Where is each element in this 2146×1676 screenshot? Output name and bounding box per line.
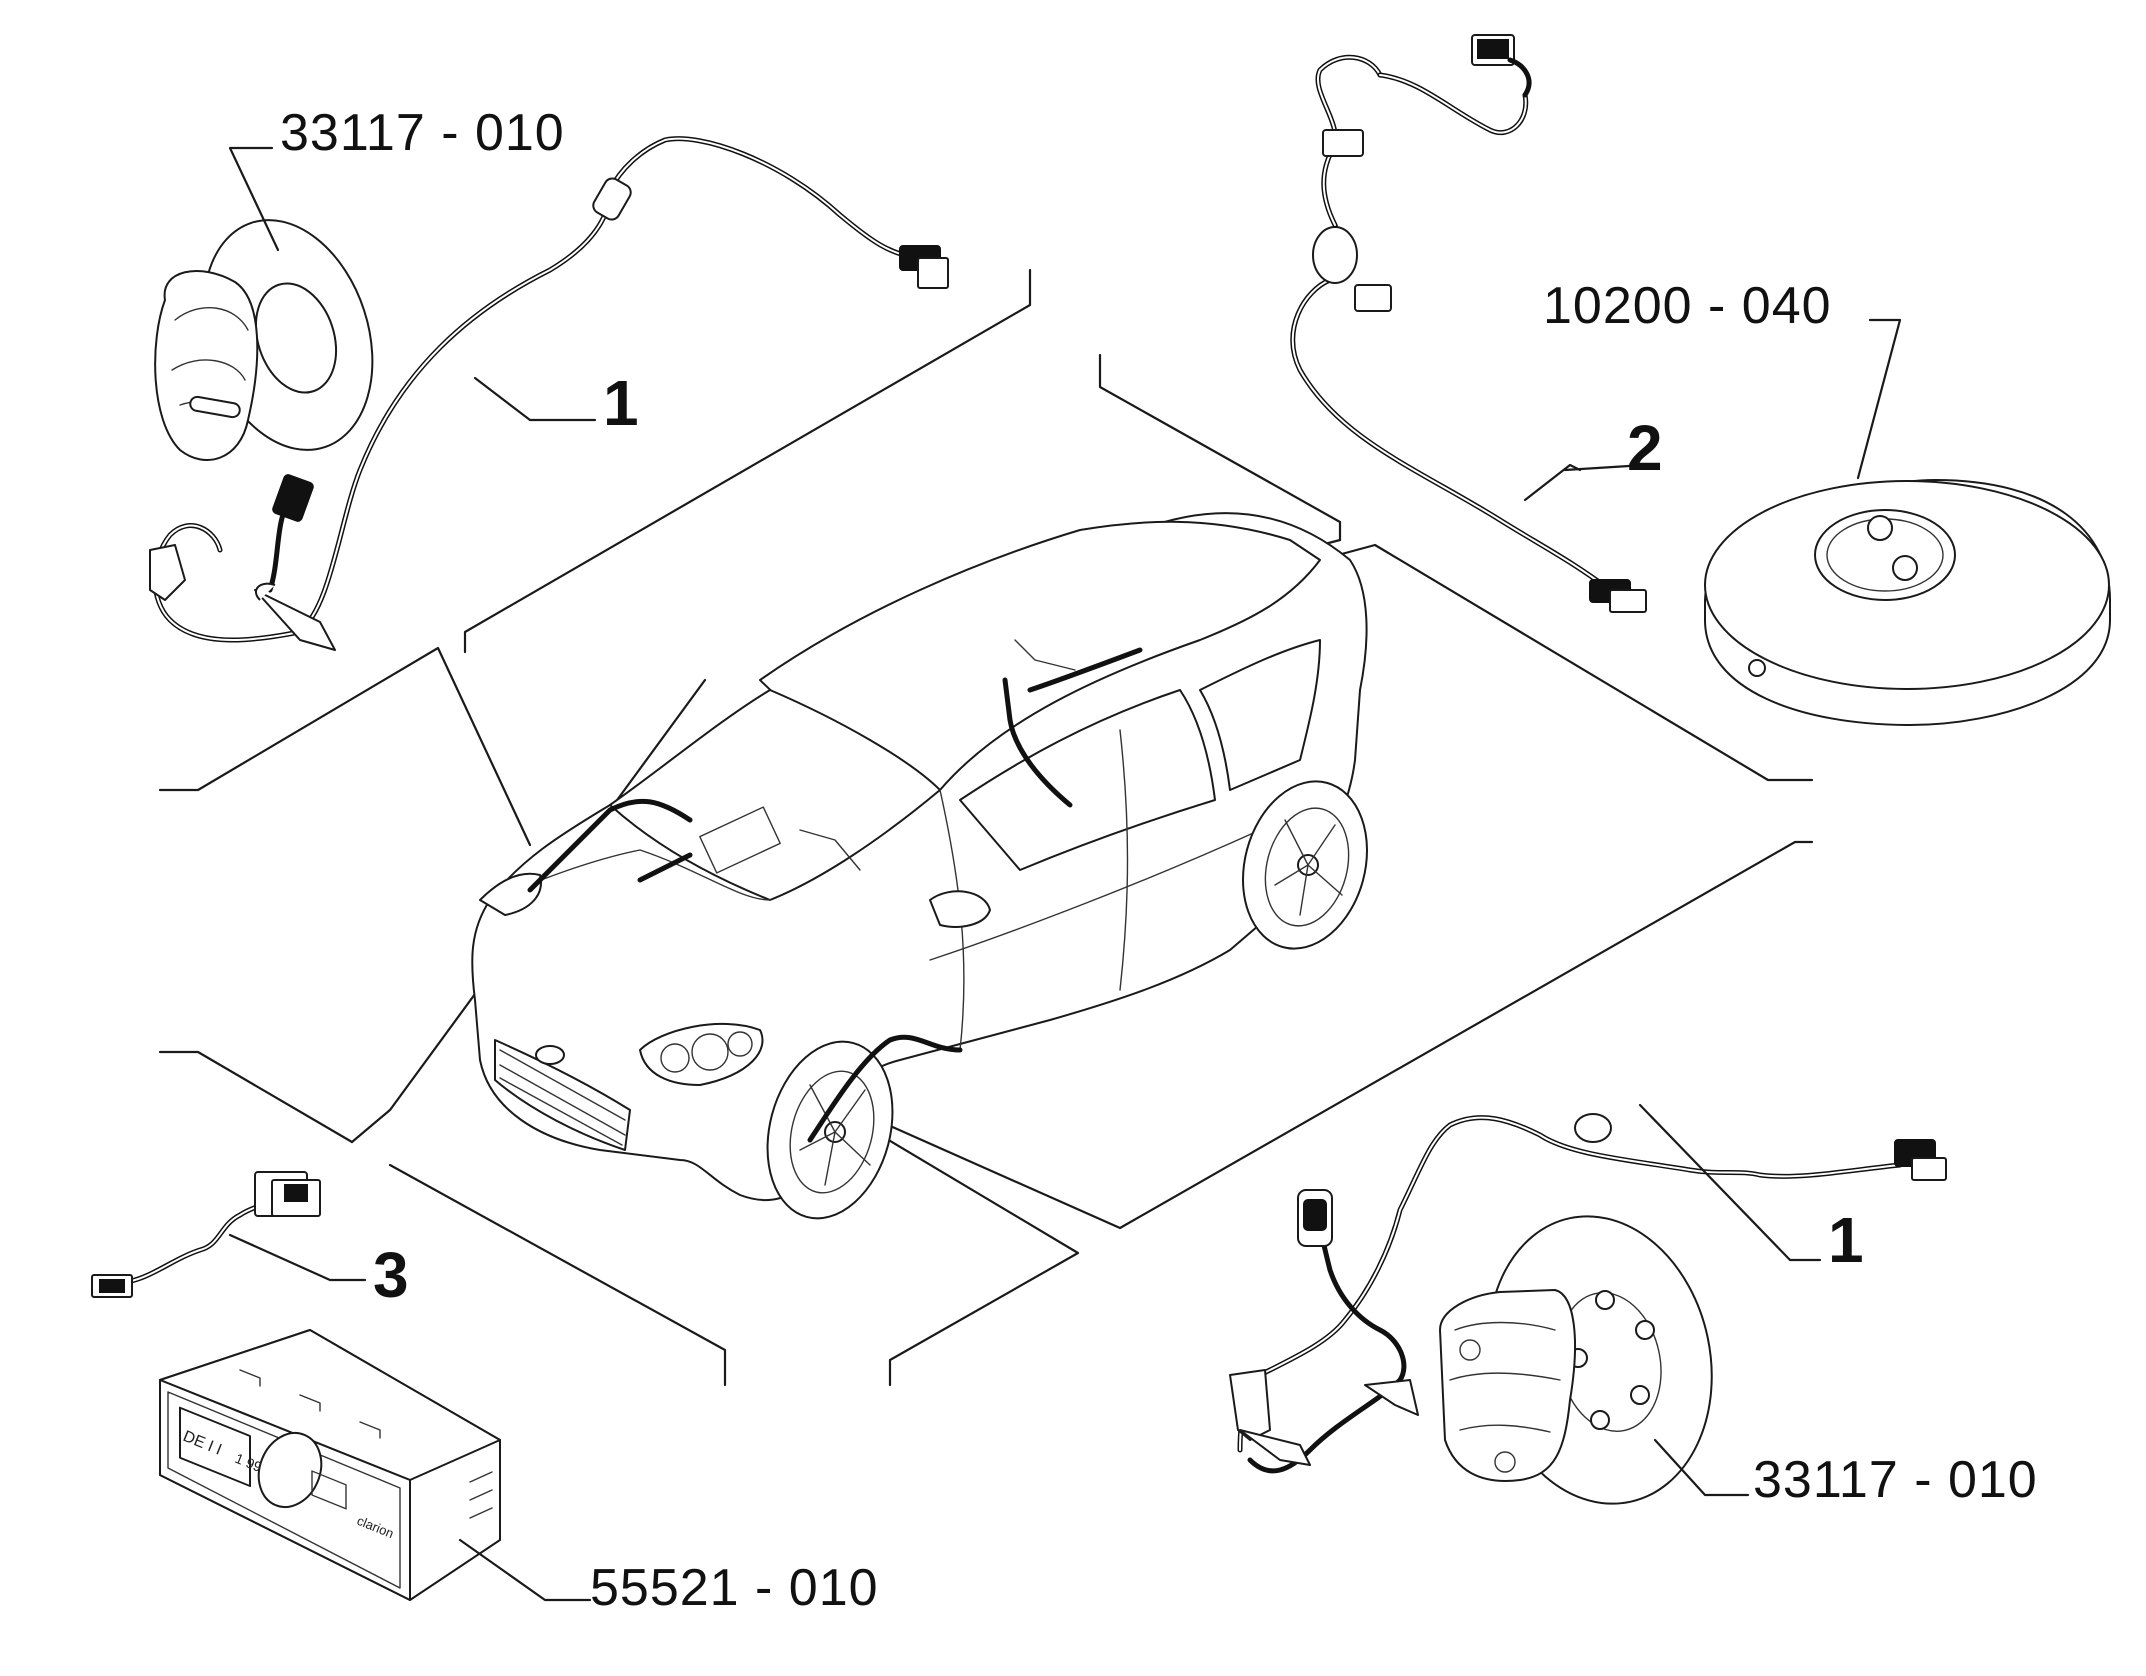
brake-disc-bottom-right xyxy=(1439,1215,1713,1505)
radio-unit: DE I I 1 99 clarion xyxy=(159,1329,501,1601)
harness-2 xyxy=(1290,34,1647,613)
abs-sensor-cable-bottom xyxy=(1229,1113,1947,1474)
car-illustration xyxy=(471,512,1368,1220)
item-number-1-top: 1 xyxy=(603,367,639,439)
item-number-3: 3 xyxy=(373,1239,409,1311)
part-code-radio: 55521 - 010 xyxy=(590,1559,879,1617)
part-code-lpg-tank: 10200 - 040 xyxy=(1543,277,1832,335)
part-code-brake-disc-top: 33117 - 010 xyxy=(280,104,565,162)
item-number-1-bottom: 1 xyxy=(1828,1204,1864,1276)
item-number-2: 2 xyxy=(1627,412,1663,484)
part-code-brake-disc-bottom: 33117 - 010 xyxy=(1753,1451,2038,1509)
part-labels: 33117 - 010 1 10200 - 040 2 1 3 33117 - … xyxy=(280,104,2038,1617)
lpg-tank xyxy=(1704,479,2111,726)
panel-frame-lines xyxy=(158,268,1814,1387)
harness-3 xyxy=(91,1171,321,1298)
abs-sensor-cable-top xyxy=(149,136,949,651)
brake-disc-top-left xyxy=(154,219,374,461)
leader-lines xyxy=(228,146,1902,1602)
